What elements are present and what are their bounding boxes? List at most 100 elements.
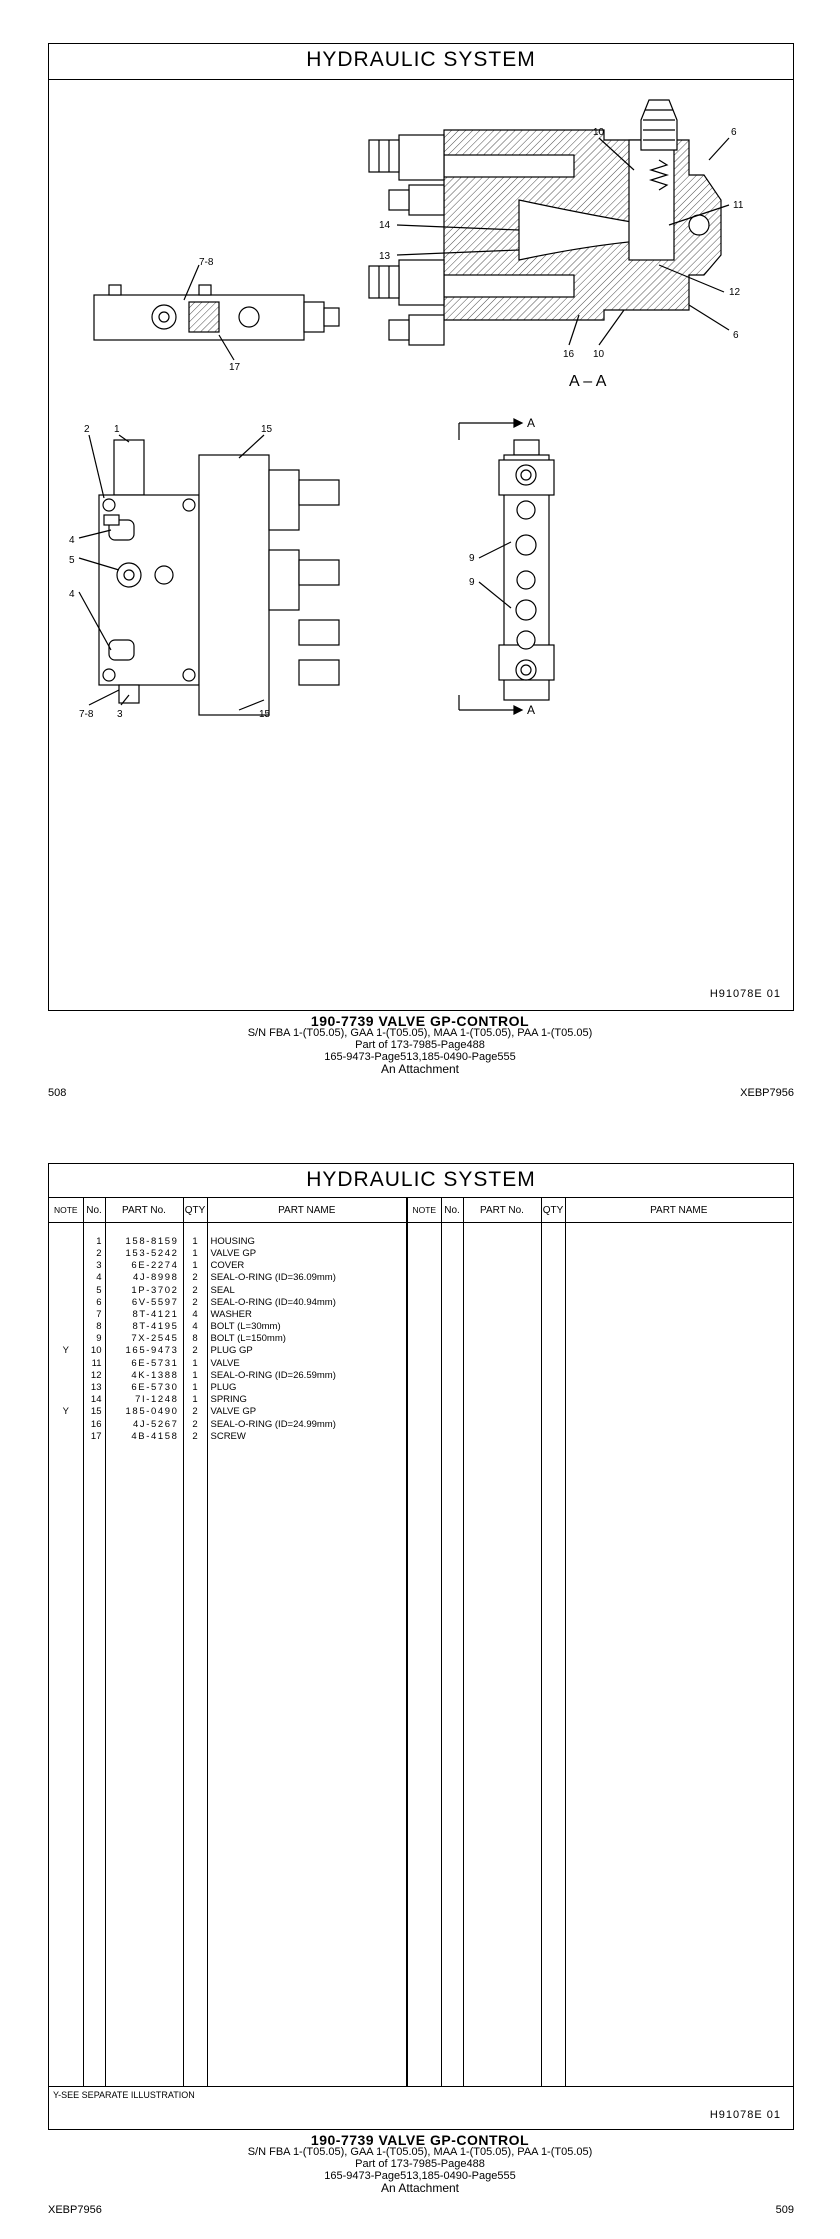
part-name: SPRING xyxy=(207,1393,408,1406)
filler-cell xyxy=(83,1442,106,2086)
empty-cell xyxy=(407,1357,442,1370)
filler-cell xyxy=(565,1442,792,2086)
empty-cell xyxy=(441,1357,464,1370)
part-item-no: 1 xyxy=(83,1235,106,1248)
empty-cell xyxy=(441,1235,464,1248)
caption2-part-of: Part of 173-7985-Page488 xyxy=(355,2158,485,2170)
part-number: 153-5242 xyxy=(105,1247,184,1260)
caption-serials: S/N FBA 1-(T05.05), GAA 1-(T05.05), MAA … xyxy=(247,1027,593,1039)
part-item-no: 2 xyxy=(83,1247,106,1260)
empty-cell xyxy=(441,1430,464,1443)
part-qty: 2 xyxy=(183,1283,208,1297)
caption2-title: 190-7739 VALVE GP-CONTROL xyxy=(310,2132,530,2148)
header-note: NOTE xyxy=(49,1198,84,1223)
part-number: 4J-5267 xyxy=(105,1418,184,1431)
callout-7-8b: 7-8 xyxy=(79,709,94,720)
part-number: 1P-3702 xyxy=(105,1283,184,1297)
part-qty: 1 xyxy=(183,1369,208,1382)
empty-cell xyxy=(541,1235,566,1248)
filler-cell xyxy=(49,1442,84,2086)
parts-header-row: NOTE No. PART No. QTY PART NAME NOTE No.… xyxy=(49,1198,792,1223)
part-item-no: 12 xyxy=(83,1369,106,1382)
part-note xyxy=(49,1259,84,1272)
empty-cell xyxy=(463,1259,542,1272)
filler-cell xyxy=(407,1442,442,2086)
part-qty: 1 xyxy=(183,1235,208,1248)
doc-code-bottom: XEBP7956 xyxy=(48,2204,102,2216)
part-note: Y xyxy=(49,1405,84,1418)
empty-cell xyxy=(541,1320,566,1333)
footnote-divider xyxy=(49,2086,793,2087)
empty-cell xyxy=(463,1283,542,1297)
empty-cell xyxy=(441,1369,464,1382)
callout-2: 2 xyxy=(84,424,90,435)
caption-refs: 165-9473-Page513,185-0490-Page555 xyxy=(324,1051,516,1063)
part-qty: 2 xyxy=(183,1344,208,1358)
callout-14: 14 xyxy=(379,220,391,231)
part-item-no: 11 xyxy=(83,1357,106,1370)
part-item-no: 15 xyxy=(83,1405,106,1418)
empty-cell xyxy=(463,1357,542,1370)
empty-cell xyxy=(541,1247,566,1260)
part-name: VALVE GP xyxy=(207,1405,408,1418)
empty-cell xyxy=(463,1235,542,1248)
empty-cell xyxy=(441,1320,464,1333)
part-number: 6V-5597 xyxy=(105,1296,184,1309)
empty-cell xyxy=(541,1418,566,1431)
parts-illustration-ref: H91078E 01 xyxy=(709,2109,781,2121)
part-name: BOLT (L=150mm) xyxy=(207,1332,408,1345)
part-note xyxy=(49,1308,84,1321)
top-view xyxy=(93,264,340,361)
empty-cell xyxy=(565,1394,792,1406)
part-note xyxy=(49,1271,84,1284)
part-name: WASHER xyxy=(207,1308,408,1321)
part-item-no: 17 xyxy=(83,1430,106,1443)
part-number: 158-8159 xyxy=(105,1235,184,1248)
part-number: 8T-4195 xyxy=(105,1320,184,1333)
filler-cell xyxy=(541,1442,566,2086)
empty-cell xyxy=(541,1308,566,1321)
part-number: 4B-4158 xyxy=(105,1430,184,1443)
part-name: SEAL-O-RING (ID=26.59mm) xyxy=(207,1369,408,1382)
part-item-no: 3 xyxy=(83,1259,106,1272)
empty-cell xyxy=(565,1357,792,1369)
header-part-name: PART NAME xyxy=(207,1198,408,1223)
header-part-name-2: PART NAME xyxy=(565,1198,792,1223)
empty-cell xyxy=(541,1283,566,1297)
empty-cell xyxy=(541,1430,566,1443)
callout-6b: 6 xyxy=(733,330,739,341)
empty-cell xyxy=(407,1332,442,1345)
callout-11: 11 xyxy=(733,200,744,211)
part-note xyxy=(49,1332,84,1345)
empty-cell xyxy=(565,1406,792,1418)
exploded-view-drawing: 10 6 11 14 13 12 6 16 10 A – A 7-8 17 xyxy=(69,99,744,720)
footnote: Y-SEE SEPARATE ILLUSTRATION xyxy=(53,2090,195,2100)
part-note xyxy=(49,1369,84,1382)
empty-cell xyxy=(407,1344,442,1358)
empty-cell xyxy=(407,1405,442,1418)
part-number: 6E-5730 xyxy=(105,1381,184,1394)
part-note xyxy=(49,1381,84,1394)
part-number: 185-0490 xyxy=(105,1405,184,1418)
empty-cell xyxy=(463,1418,542,1431)
part-name: SEAL xyxy=(207,1283,408,1297)
empty-cell xyxy=(463,1320,542,1333)
empty-cell xyxy=(541,1369,566,1382)
part-name: SCREW xyxy=(207,1430,408,1443)
empty-cell xyxy=(565,1321,792,1333)
part-name: SEAL-O-RING (ID=40.94mm) xyxy=(207,1296,408,1309)
page2-caption: 190-7739 VALVE GP-CONTROL S/N FBA 1-(T05… xyxy=(0,2132,840,2194)
empty-cell xyxy=(565,1381,792,1393)
part-item-no: 16 xyxy=(83,1418,106,1431)
part-note xyxy=(49,1357,84,1370)
callout-4b: 4 xyxy=(69,589,75,600)
callout-12: 12 xyxy=(729,287,741,298)
